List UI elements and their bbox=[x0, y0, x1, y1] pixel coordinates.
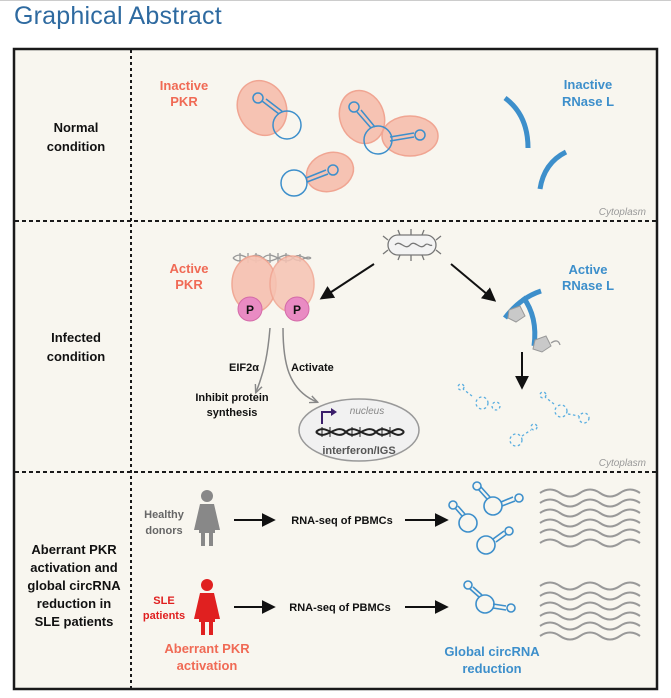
row-label-normal-1: Normal bbox=[54, 120, 99, 135]
active-pkr-label-1: Active bbox=[169, 261, 208, 276]
healthy-donors-label-2: donors bbox=[145, 525, 182, 537]
linear-rna-healthy-icon bbox=[539, 488, 641, 548]
rnaseq-sle-label: RNA-seq of PBMCs bbox=[289, 602, 390, 614]
row-label-sle-3: global circRNA bbox=[27, 578, 121, 593]
cytoplasm-label-normal: Cytoplasm bbox=[599, 207, 646, 218]
phospho-label-right: P bbox=[293, 303, 301, 317]
sle-patients-label-2: patients bbox=[143, 610, 185, 622]
virus-icon bbox=[382, 229, 442, 261]
active-rnase-label-1: Active bbox=[568, 262, 607, 277]
arrow-activate bbox=[282, 327, 317, 402]
header-rule bbox=[0, 0, 671, 1]
row-label-sle-2: activation and bbox=[30, 560, 117, 575]
aberrant-pkr-label-2: activation bbox=[177, 658, 238, 673]
active-pkr-dimer-icon bbox=[231, 255, 315, 322]
aberrant-pkr-label-1: Aberrant PKR bbox=[164, 641, 250, 656]
active-pkr-label-2: PKR bbox=[175, 277, 203, 292]
sle-patients-label-1: SLE bbox=[153, 595, 174, 607]
arrow-virus-to-rnase bbox=[450, 263, 497, 302]
row-label-normal-2: condition bbox=[47, 139, 106, 154]
figure-frame bbox=[12, 47, 659, 691]
inactive-pkr-label-2: PKR bbox=[170, 94, 198, 109]
active-rnase-l-icon bbox=[503, 288, 561, 353]
page-title: Graphical Abstract bbox=[14, 2, 222, 30]
arrow-eif2a bbox=[256, 327, 271, 392]
inactive-rnase-l-icon bbox=[503, 95, 568, 190]
interferon-label: interferon/IGS bbox=[322, 445, 395, 457]
row-label-sle-4: reduction in bbox=[37, 596, 111, 611]
global-circrna-label-1: Global circRNA bbox=[444, 644, 540, 659]
degraded-circrna-icon bbox=[457, 383, 590, 447]
nucleus-icon bbox=[298, 398, 420, 462]
healthy-donor-person-icon bbox=[194, 490, 220, 546]
nucleus-label: nucleus bbox=[350, 406, 384, 417]
sle-patient-person-icon bbox=[194, 579, 220, 635]
circrna-normal-icon bbox=[252, 92, 426, 197]
row-label-infected-2: condition bbox=[47, 349, 106, 364]
healthy-donors-label-1: Healthy bbox=[144, 509, 185, 521]
eif2a-label: EIF2α bbox=[229, 362, 259, 374]
cytoplasm-label-infected: Cytoplasm bbox=[599, 458, 646, 469]
inhibit-label-2: synthesis bbox=[207, 407, 258, 419]
rnaseq-healthy-label: RNA-seq of PBMCs bbox=[291, 515, 392, 527]
activate-label: Activate bbox=[291, 362, 334, 374]
arrow-virus-to-pkr bbox=[319, 263, 375, 300]
inactive-rnase-label-2: RNase L bbox=[562, 94, 614, 109]
circrna-sle-icon bbox=[463, 580, 516, 614]
phospho-label-left: P bbox=[246, 303, 254, 317]
inactive-rnase-label-1: Inactive bbox=[564, 77, 612, 92]
active-rnase-label-2: RNase L bbox=[562, 278, 614, 293]
circrna-healthy-icon bbox=[448, 481, 524, 555]
row-label-sle-1: Aberrant PKR bbox=[31, 542, 117, 557]
row-label-infected-1: Infected bbox=[51, 330, 101, 345]
inhibit-label-1: Inhibit protein bbox=[195, 392, 269, 404]
global-circrna-label-2: reduction bbox=[462, 661, 521, 676]
inactive-pkr-label-1: Inactive bbox=[160, 78, 208, 93]
linear-rna-sle-icon bbox=[539, 581, 641, 641]
row-label-sle-5: SLE patients bbox=[35, 614, 114, 629]
